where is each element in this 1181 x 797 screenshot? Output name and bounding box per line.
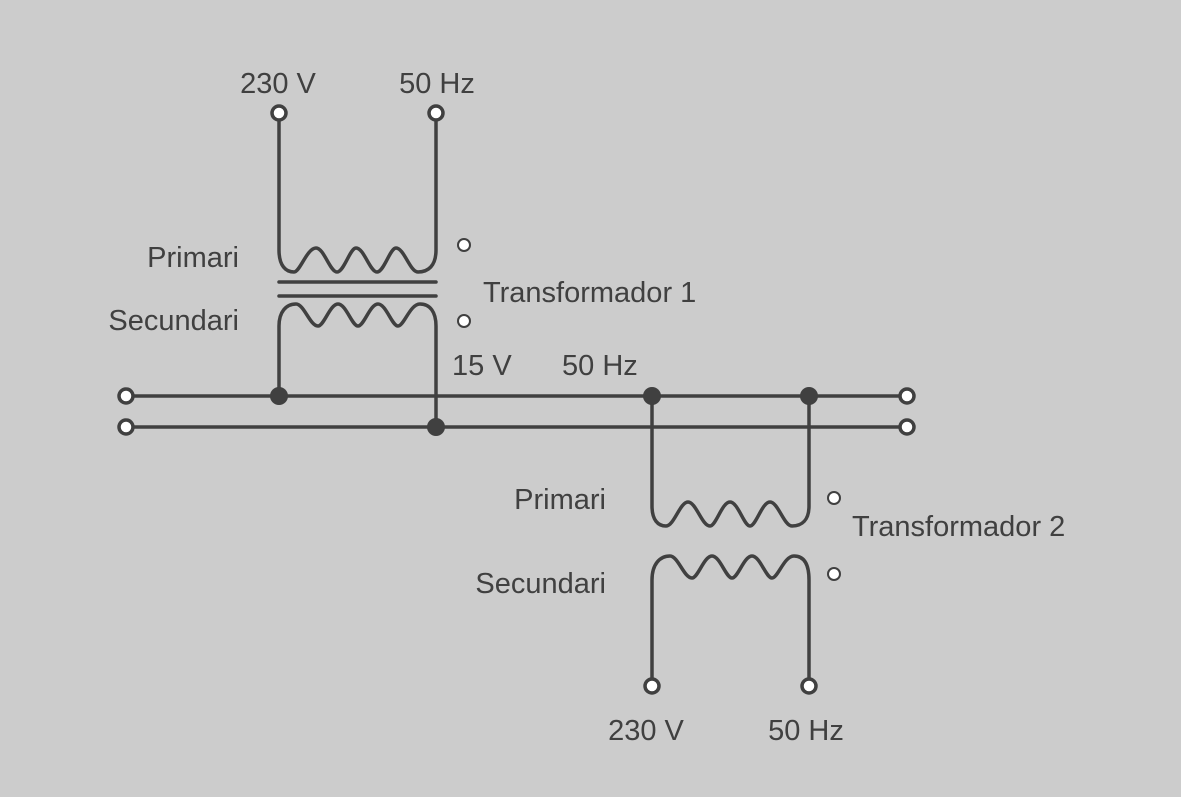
- t1-name-label: Transformador 1: [483, 277, 696, 309]
- mid-freq-label: 50 Hz: [562, 350, 638, 382]
- t2-primary-label: Primari: [514, 484, 606, 516]
- transformer-2: [650, 394, 841, 688]
- terminal-t1-input-left: [270, 104, 288, 122]
- t2-output-voltage-label: 230 V: [608, 715, 684, 747]
- junction-t2-left: [643, 387, 661, 405]
- t2-secondary-winding: [650, 554, 811, 688]
- t1-secondary-winding: [277, 302, 438, 429]
- terminals: [117, 104, 916, 695]
- junction-t1-left: [270, 387, 288, 405]
- terminal-bus-right-top: [898, 387, 916, 405]
- mid-voltage-label: 15 V: [452, 350, 512, 382]
- t1-input-voltage-label: 230 V: [240, 68, 316, 100]
- t1-secondary-label: Secundari: [108, 305, 239, 337]
- t2-output-freq-label: 50 Hz: [768, 715, 844, 747]
- t1-primary-label: Primari: [147, 242, 239, 274]
- t2-primary-winding: [650, 394, 811, 528]
- junction-t2-right: [800, 387, 818, 405]
- terminal-bus-right-bottom: [898, 418, 916, 436]
- t2-secondary-label: Secundari: [475, 568, 606, 600]
- junction-t1-right: [427, 418, 445, 436]
- t1-primary-winding: [277, 111, 438, 274]
- t1-primary-polarity-dot: [457, 238, 471, 252]
- labels: 230 V 50 Hz Primari Secundari Transforma…: [108, 68, 1065, 747]
- terminal-bus-left-bottom: [117, 418, 135, 436]
- junctions: [270, 387, 818, 436]
- t1-secondary-polarity-dot: [457, 314, 471, 328]
- t2-secondary-polarity-dot: [827, 567, 841, 581]
- terminal-t2-output-left: [643, 677, 661, 695]
- transformer-1: [277, 111, 471, 429]
- bus: [124, 394, 909, 429]
- terminal-t2-output-right: [800, 677, 818, 695]
- t2-name-label: Transformador 2: [852, 511, 1065, 543]
- t2-primary-polarity-dot: [827, 491, 841, 505]
- t1-input-freq-label: 50 Hz: [399, 68, 475, 100]
- terminal-bus-left-top: [117, 387, 135, 405]
- terminal-t1-input-right: [427, 104, 445, 122]
